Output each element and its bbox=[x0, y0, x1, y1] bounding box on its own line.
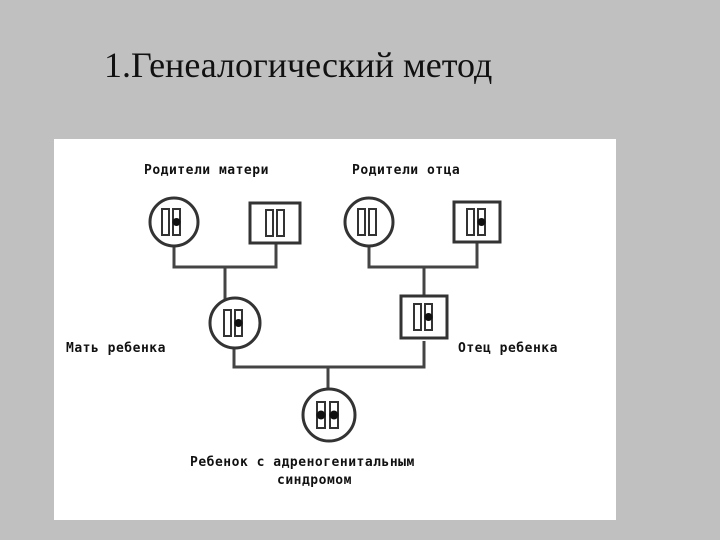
pedigree-panel: Родители матери Родители отца Мать ребен… bbox=[54, 139, 616, 520]
label-father: Отец ребенка bbox=[458, 341, 558, 356]
father-symbol bbox=[399, 294, 449, 340]
paternal-grandfather-symbol bbox=[452, 200, 502, 244]
maternal-grandmother-symbol bbox=[148, 196, 200, 248]
label-mother-parents: Родители матери bbox=[144, 163, 269, 178]
line-marriage bbox=[232, 341, 426, 369]
child-symbol bbox=[301, 387, 357, 443]
label-child-line1: Ребенок с адреногенитальным bbox=[190, 455, 415, 470]
label-child-line2: синдромом bbox=[277, 473, 352, 488]
pedigree-lines bbox=[172, 243, 479, 391]
line-maternal-grandparents bbox=[172, 243, 278, 269]
label-father-parents: Родители отца bbox=[352, 163, 461, 178]
line-paternal-grandparents bbox=[367, 243, 479, 269]
slide-title: 1.Генеалогический метод bbox=[104, 45, 493, 85]
maternal-grandfather-symbol bbox=[248, 201, 302, 245]
label-mother: Мать ребенка bbox=[66, 341, 166, 356]
pedigree-diagram bbox=[148, 196, 502, 443]
mother-symbol bbox=[208, 296, 262, 350]
paternal-grandmother-symbol bbox=[343, 196, 395, 248]
